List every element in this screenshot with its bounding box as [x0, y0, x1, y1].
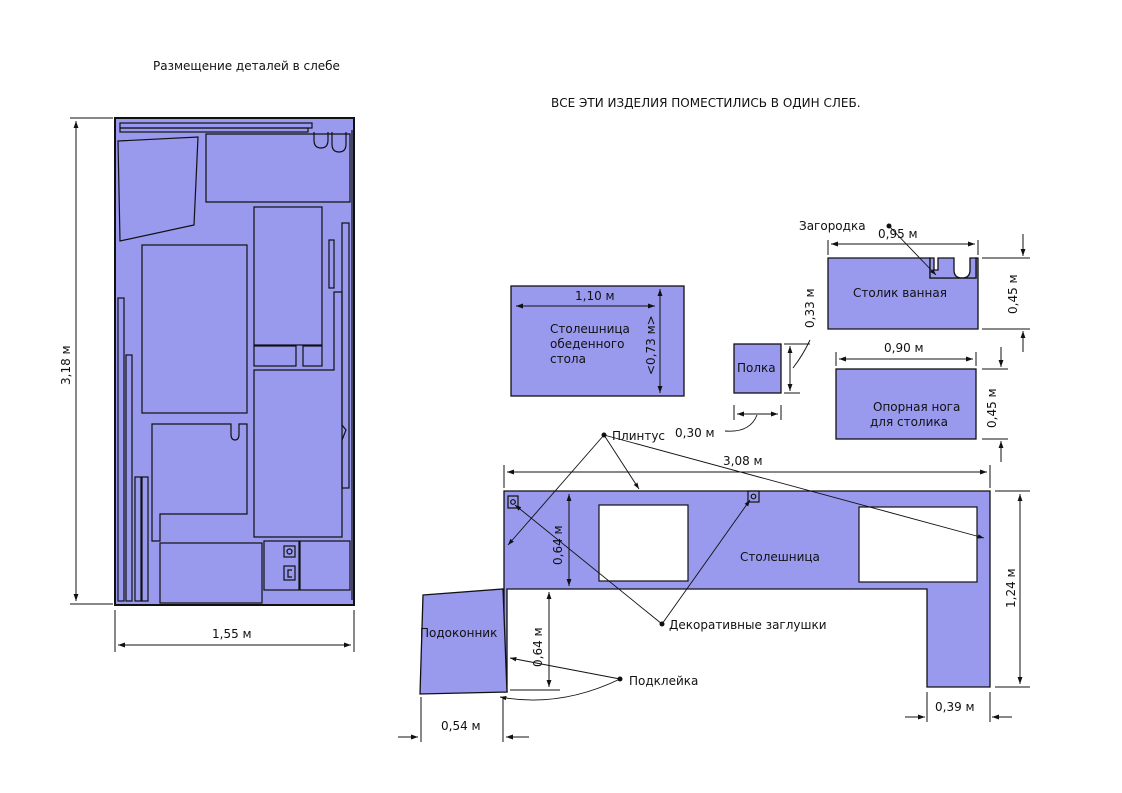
- countertop-plug: [507, 495, 519, 509]
- dining-top-label-line: стола: [550, 352, 586, 366]
- leg-label-line: для столика: [870, 415, 948, 429]
- sill-height-label: 0,64 м: [531, 627, 545, 667]
- slab-piece-j: [263, 540, 300, 591]
- slab-strip: [134, 476, 142, 602]
- sill: Подоконник 0,54 м 0,64 м: [398, 588, 560, 742]
- dining-top-label-line: обеденного: [550, 337, 624, 351]
- sill-width-label: 0,54 м: [441, 719, 481, 733]
- bath-table-width-label: 0,95 м: [878, 227, 918, 241]
- slab-piece-b: [205, 133, 351, 203]
- shelf-height-label: 0,33 м: [803, 288, 817, 328]
- callout-glue-label: Подклейка: [629, 674, 698, 688]
- slab-piece-d: [253, 206, 323, 346]
- countertop-sink-left: [598, 504, 689, 582]
- slab-plug: [283, 565, 296, 581]
- sill-shape: [419, 588, 508, 695]
- callout-glue: Подклейка: [499, 657, 698, 701]
- slab-strip: [141, 476, 149, 602]
- dining-top-width-label: 1,10 м: [575, 289, 615, 303]
- slab-strip: [119, 127, 309, 133]
- slab-plug: [286, 548, 293, 555]
- slab-piece-i: [159, 542, 263, 604]
- leg-label-line: Опорная нога: [873, 400, 960, 414]
- bath-table-label: Столик ванная: [853, 286, 947, 300]
- countertop-depth-label: 0,64 м: [551, 525, 565, 565]
- slab-notch: [313, 132, 329, 149]
- slab-outline: [114, 117, 355, 606]
- slab-piece-h: [151, 423, 248, 542]
- shelf-width-label: 0,30 м: [675, 426, 715, 440]
- callout-plugs-label: Декоративные заглушки: [669, 618, 827, 632]
- dining-top: 1,10 м <0,73 м> Столешница обеденного ст…: [510, 285, 685, 397]
- dining-top-label-line: Столешница: [550, 322, 630, 336]
- countertop-plug: [747, 490, 760, 503]
- slab-piece-f: [302, 345, 323, 367]
- leg: Опорная нога для столика 0,90 м 0,45 м: [835, 341, 1008, 462]
- leg-shape: [835, 368, 977, 440]
- shelf-label: Полка: [737, 361, 776, 375]
- bath-table-height-label: 0,45 м: [1006, 274, 1020, 314]
- countertop-height-label: 1,24 м: [1004, 568, 1018, 608]
- countertop-plug: [750, 493, 757, 500]
- slab-strip: [117, 297, 125, 602]
- sill-label: Подоконник: [420, 626, 497, 640]
- page-title: Размещение деталей в слебе: [153, 59, 340, 73]
- slab-plug: [283, 545, 296, 558]
- slab-notch: [331, 132, 347, 153]
- page-subtitle: ВСЕ ЭТИ ИЗДЕЛИЯ ПОМЕСТИЛИСЬ В ОДИН СЛЕБ.: [551, 96, 861, 110]
- callout-plinth-label: Плинтус: [612, 429, 665, 443]
- slab-piece-g: [253, 291, 347, 538]
- slab-width-dim: 1,55 м: [114, 610, 355, 652]
- slab-width-label: 1,55 м: [212, 627, 252, 641]
- slab-piece-c: [141, 244, 248, 414]
- callout-plugs: Декоративные заглушки: [514, 499, 827, 632]
- bath-table: Столик ванная 0,95 м Загородка 0,45 м: [799, 219, 1030, 352]
- slab-height-dim: 3,18 м: [59, 117, 113, 605]
- dining-top-height-label: <0,73 м>: [644, 315, 658, 375]
- bath-table-notch: [929, 257, 977, 279]
- shelf-shape: [733, 343, 782, 394]
- slab-piece-a: [117, 136, 199, 242]
- shelf: Полка 0,33 м 0,30 м: [675, 288, 817, 440]
- slab-piece-e: [253, 345, 297, 367]
- countertop-label: Столешница: [740, 550, 820, 564]
- callout-plinth: Плинтус: [507, 429, 985, 546]
- bath-table-callout: Загородка: [799, 219, 866, 233]
- dining-top-label: Столешница обеденного стола: [550, 322, 634, 366]
- slab-strip: [328, 239, 335, 289]
- countertop: Столешница 3,08 м 1,24 м 0,64 м 0,39 м: [503, 454, 1030, 722]
- countertop-plug: [510, 499, 516, 505]
- slab-piece-k: [299, 540, 351, 591]
- leg-label: Опорная нога для столика: [870, 400, 964, 429]
- leg-height-label: 0,45 м: [985, 388, 999, 428]
- slab-strip: [125, 354, 133, 602]
- leg-width-label: 0,90 м: [884, 341, 924, 355]
- slab: [114, 117, 355, 606]
- countertop-width-label: 3,08 м: [723, 454, 763, 468]
- slab-height-label: 3,18 м: [59, 345, 73, 385]
- countertop-leg-width-label: 0,39 м: [935, 700, 975, 714]
- slab-notch: [287, 569, 292, 578]
- countertop-sink-right: [858, 506, 978, 583]
